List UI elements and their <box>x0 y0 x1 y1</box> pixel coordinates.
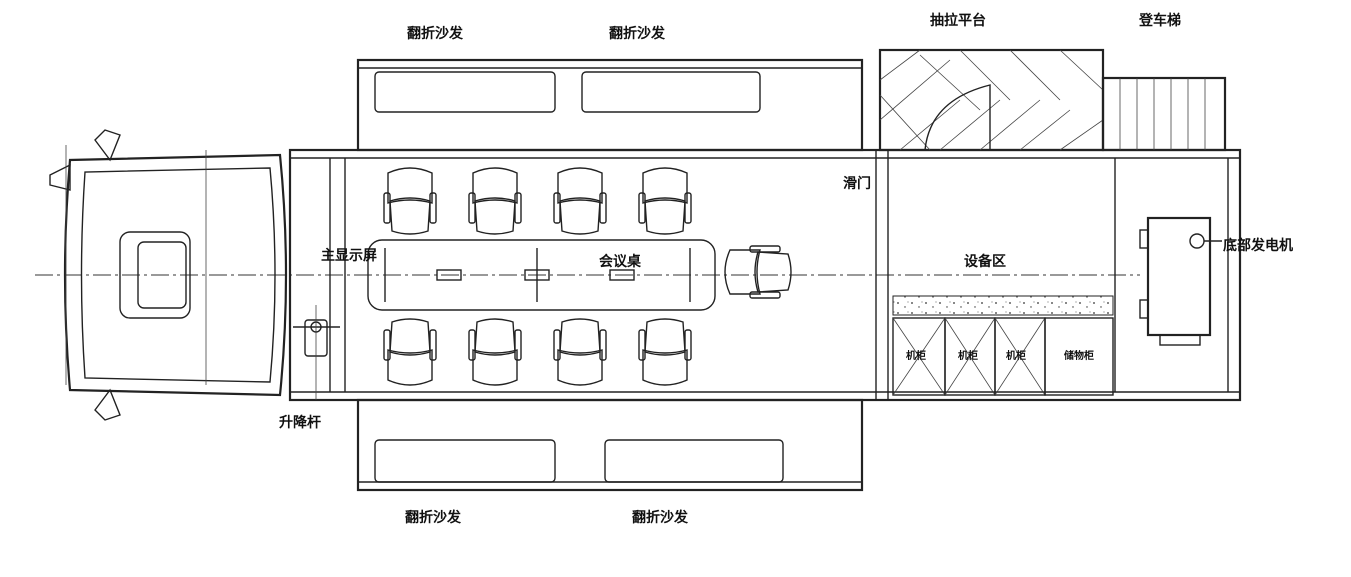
sofa-top-right <box>581 71 761 113</box>
label-generator: 底部发电机 <box>1223 237 1293 254</box>
label-cabinet-1: 机柜 <box>906 349 926 362</box>
label-conference-table: 会议桌 <box>599 253 642 270</box>
truck-cab <box>49 129 288 421</box>
label-cabinet-2: 机柜 <box>958 349 978 362</box>
chair <box>553 318 607 386</box>
chair <box>468 167 522 235</box>
label-storage-cabinet: 储物柜 <box>1063 349 1094 362</box>
label-boarding-ladder: 登车梯 <box>1138 12 1181 29</box>
boarding-ladder <box>1101 76 1227 152</box>
label-lift-pole: 升降杆 <box>279 414 321 431</box>
label-sofa-top-left: 翻折沙发 <box>407 25 464 42</box>
equipment-area <box>892 295 1114 396</box>
sofa-bottom-left <box>374 439 556 483</box>
label-cabinet-3: 机柜 <box>1006 349 1026 362</box>
storage-cabinet <box>1044 317 1114 396</box>
label-sofa-bottom-right: 翻折沙发 <box>632 509 689 526</box>
top-slide-out <box>356 58 864 152</box>
generator <box>1139 216 1222 346</box>
label-sliding-door: 滑门 <box>843 175 871 192</box>
label-sofa-top-right: 翻折沙发 <box>609 25 666 42</box>
chair <box>383 167 437 235</box>
chair <box>383 318 437 386</box>
bottom-slide-out <box>356 398 864 492</box>
sofa-bottom-right <box>604 439 784 483</box>
chair <box>638 318 692 386</box>
conference-table <box>367 239 716 311</box>
chair <box>553 167 607 235</box>
lift-pole <box>293 305 340 400</box>
label-sofa-bottom-left: 翻折沙发 <box>405 509 462 526</box>
sofa-top-left <box>374 71 556 113</box>
chair <box>468 318 522 386</box>
chairs <box>383 167 792 386</box>
pull-out-platform <box>878 48 1105 152</box>
chair <box>724 245 792 299</box>
label-equipment-area: 设备区 <box>964 253 1006 270</box>
chair <box>638 167 692 235</box>
label-main-display: 主显示屏 <box>321 247 377 264</box>
label-pull-out-platform: 抽拉平台 <box>930 12 986 29</box>
